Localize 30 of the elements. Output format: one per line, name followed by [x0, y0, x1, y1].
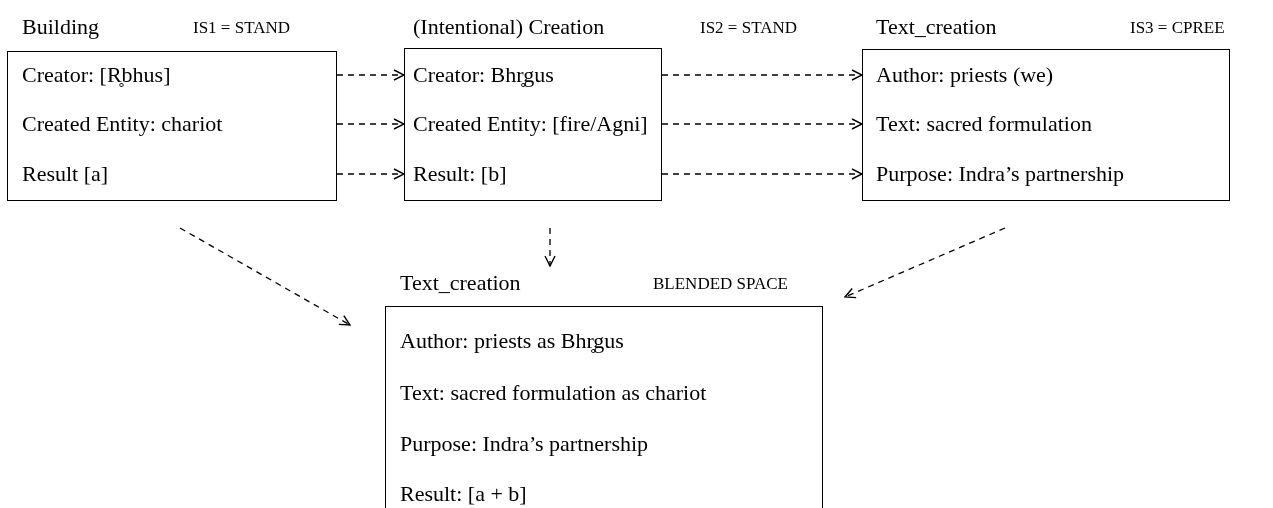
dashed-arrow	[661, 168, 863, 180]
dashed-arrow	[179, 227, 351, 326]
dashed-arrow	[544, 227, 556, 267]
role-entry: Purpose: Indra’s partnership	[400, 430, 649, 458]
dashed-arrow	[336, 168, 405, 180]
space-title: Text_creation	[400, 270, 521, 296]
role-entry: Text: sacred formulation	[876, 110, 1092, 138]
dashed-arrow	[661, 118, 863, 130]
role-entry: Created Entity: [fire/Agni]	[413, 110, 648, 138]
role-entry: Result: [a + b]	[400, 480, 527, 508]
space-type-label: IS2 = STAND	[700, 17, 797, 39]
role-entry: Created Entity: chariot	[22, 110, 223, 138]
role-entry: Creator: Bhr̥gus	[413, 61, 554, 89]
space-title: (Intentional) Creation	[413, 14, 605, 40]
role-entry: Result [a]	[22, 160, 109, 188]
role-entry: Purpose: Indra’s partnership	[876, 160, 1125, 188]
dashed-arrow	[336, 118, 405, 130]
dashed-arrow	[336, 69, 405, 81]
space-type-label: BLENDED SPACE	[653, 273, 788, 295]
role-entry: Creator: [R̥bhus]	[22, 61, 171, 89]
space-type-label: IS1 = STAND	[193, 17, 290, 39]
dashed-arrow	[844, 227, 1006, 299]
role-entry: Result: [b]	[413, 160, 507, 188]
dashed-arrow	[661, 69, 863, 81]
role-entry: Text: sacred formulation as chariot	[400, 379, 707, 407]
role-entry: Author: priests (we)	[876, 61, 1054, 89]
space-title: Text_creation	[876, 14, 997, 40]
role-entry: Author: priests as Bhr̥gus	[400, 327, 624, 355]
space-title: Building	[22, 14, 99, 40]
space-type-label: IS3 = CPREE	[1130, 17, 1225, 39]
